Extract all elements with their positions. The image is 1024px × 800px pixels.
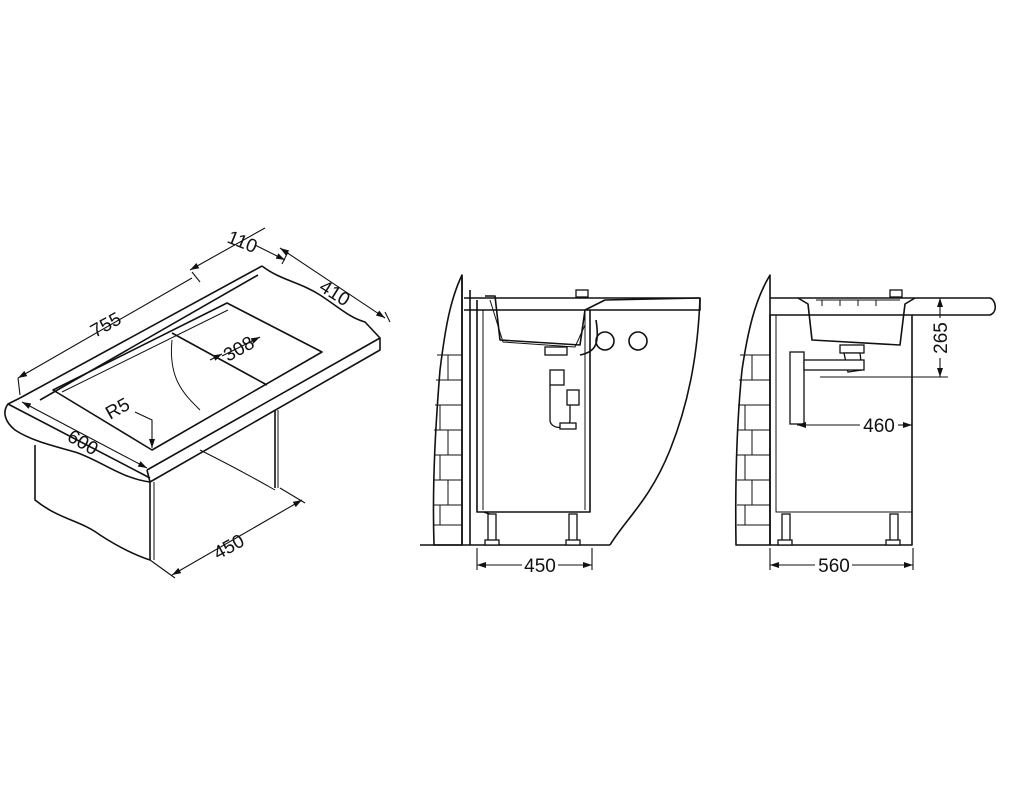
- side-view: 265 460 560: [734, 274, 997, 577]
- sink-bowl-front: [485, 289, 701, 430]
- dim-front-cabinet-label: 450: [524, 556, 556, 577]
- dim-radius-label: R5: [102, 394, 133, 424]
- iso-dimensions: [17, 227, 391, 579]
- cabinet-side: [769, 297, 997, 546]
- brick-wall: [432, 274, 471, 546]
- front-dimensions: [476, 548, 593, 570]
- dim-drainer-width-label: 308: [220, 333, 258, 367]
- dim-drain-offset-label: 460: [863, 416, 895, 437]
- dim-bowl-depth-label: 265: [931, 322, 952, 354]
- dim-side-cabinet-label: 560: [818, 556, 850, 577]
- cabinet-front: [476, 300, 591, 546]
- cabinet: [34, 410, 279, 561]
- front-view: 450: [420, 274, 701, 577]
- outlet-circle: [595, 331, 615, 351]
- side-dimensions: [769, 297, 948, 570]
- dim-depth-label: 600: [64, 426, 102, 460]
- dim-flange-label: 110: [224, 227, 260, 258]
- dim-cabinet-iso-label: 450: [210, 531, 248, 565]
- outlet-circle: [628, 331, 648, 351]
- sink-bowl-side: [789, 289, 916, 425]
- dim-length-label: 755: [87, 309, 125, 343]
- isometric-view: 110 410 755 308 R5 600 450: [4, 227, 391, 579]
- dim-drainer-depth-label: 410: [315, 276, 353, 311]
- brick-wall-side: [734, 274, 771, 546]
- sink-rim: [39, 274, 323, 451]
